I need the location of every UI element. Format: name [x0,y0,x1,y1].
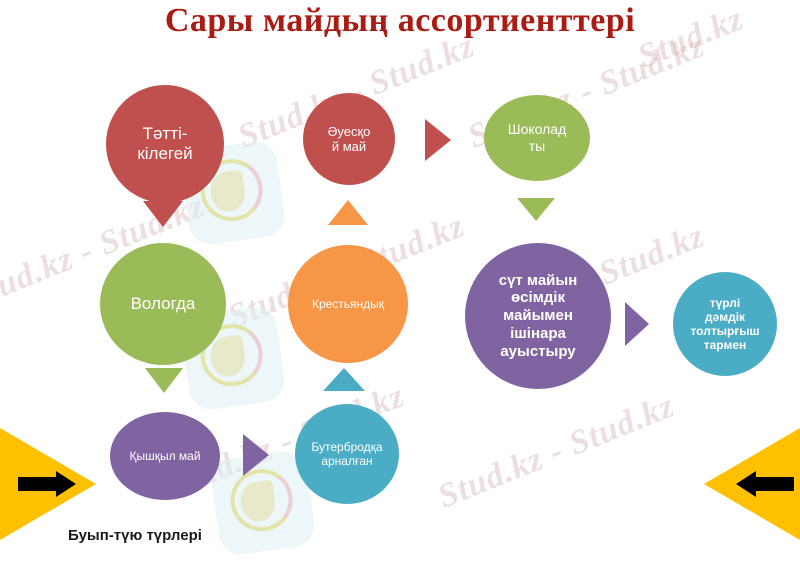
node-label: Крестьяндық [311,296,385,311]
node-label: Тәтті- кілегей [137,123,193,163]
page-title: Сары майдың ассортиенттері [164,2,636,39]
footer-label: Буып-түю түрлері [68,527,202,544]
arrow-sutmayyn-to-turli [625,302,649,346]
arrow-tatti-to-vologda [143,201,183,227]
arrow-qyshqyl-to-buterbrodqa [243,434,269,476]
arrow-auesqoi-to-shokoladty [425,119,451,161]
node-buterbrodqa[interactable]: Бутербродқа арналған [295,404,399,504]
node-label: Шоколад ты [507,121,567,154]
arrow-shokoladty-to-sutmayyn [517,198,555,221]
node-vologda[interactable]: Вологда [100,243,226,365]
node-label: Қышқыл май [129,448,201,463]
node-label: Бутербродқа арналған [311,439,383,468]
node-sut-mayyn[interactable]: сүт майын өсімдік майымен ішінара ауысты… [465,243,611,389]
node-krestyandyq[interactable]: Крестьяндық [288,245,408,363]
node-turli-damdik[interactable]: түрлі дәмдік толтырғыш тармен [673,272,777,376]
node-label: Әуесқо й май [327,123,371,154]
node-label: сүт майын өсімдік майымен ішінара ауысты… [498,271,578,360]
node-label: түрлі дәмдік толтырғыш тармен [690,295,760,353]
arrow-vologda-to-qyshqyl [145,368,183,393]
arrow-buterbrodqa-to-krestyandyq [323,368,365,391]
node-auesqoi-mai[interactable]: Әуесқо й май [303,93,395,185]
arrow-auesqoi-from-krestyandyq [328,200,368,225]
node-label: Вологда [130,293,196,313]
node-shokoladty[interactable]: Шоколад ты [484,95,590,181]
node-qyshqyl-mai[interactable]: Қышқыл май [110,412,220,500]
node-tatti-kilegey[interactable]: Тәтті- кілегей [106,85,224,203]
